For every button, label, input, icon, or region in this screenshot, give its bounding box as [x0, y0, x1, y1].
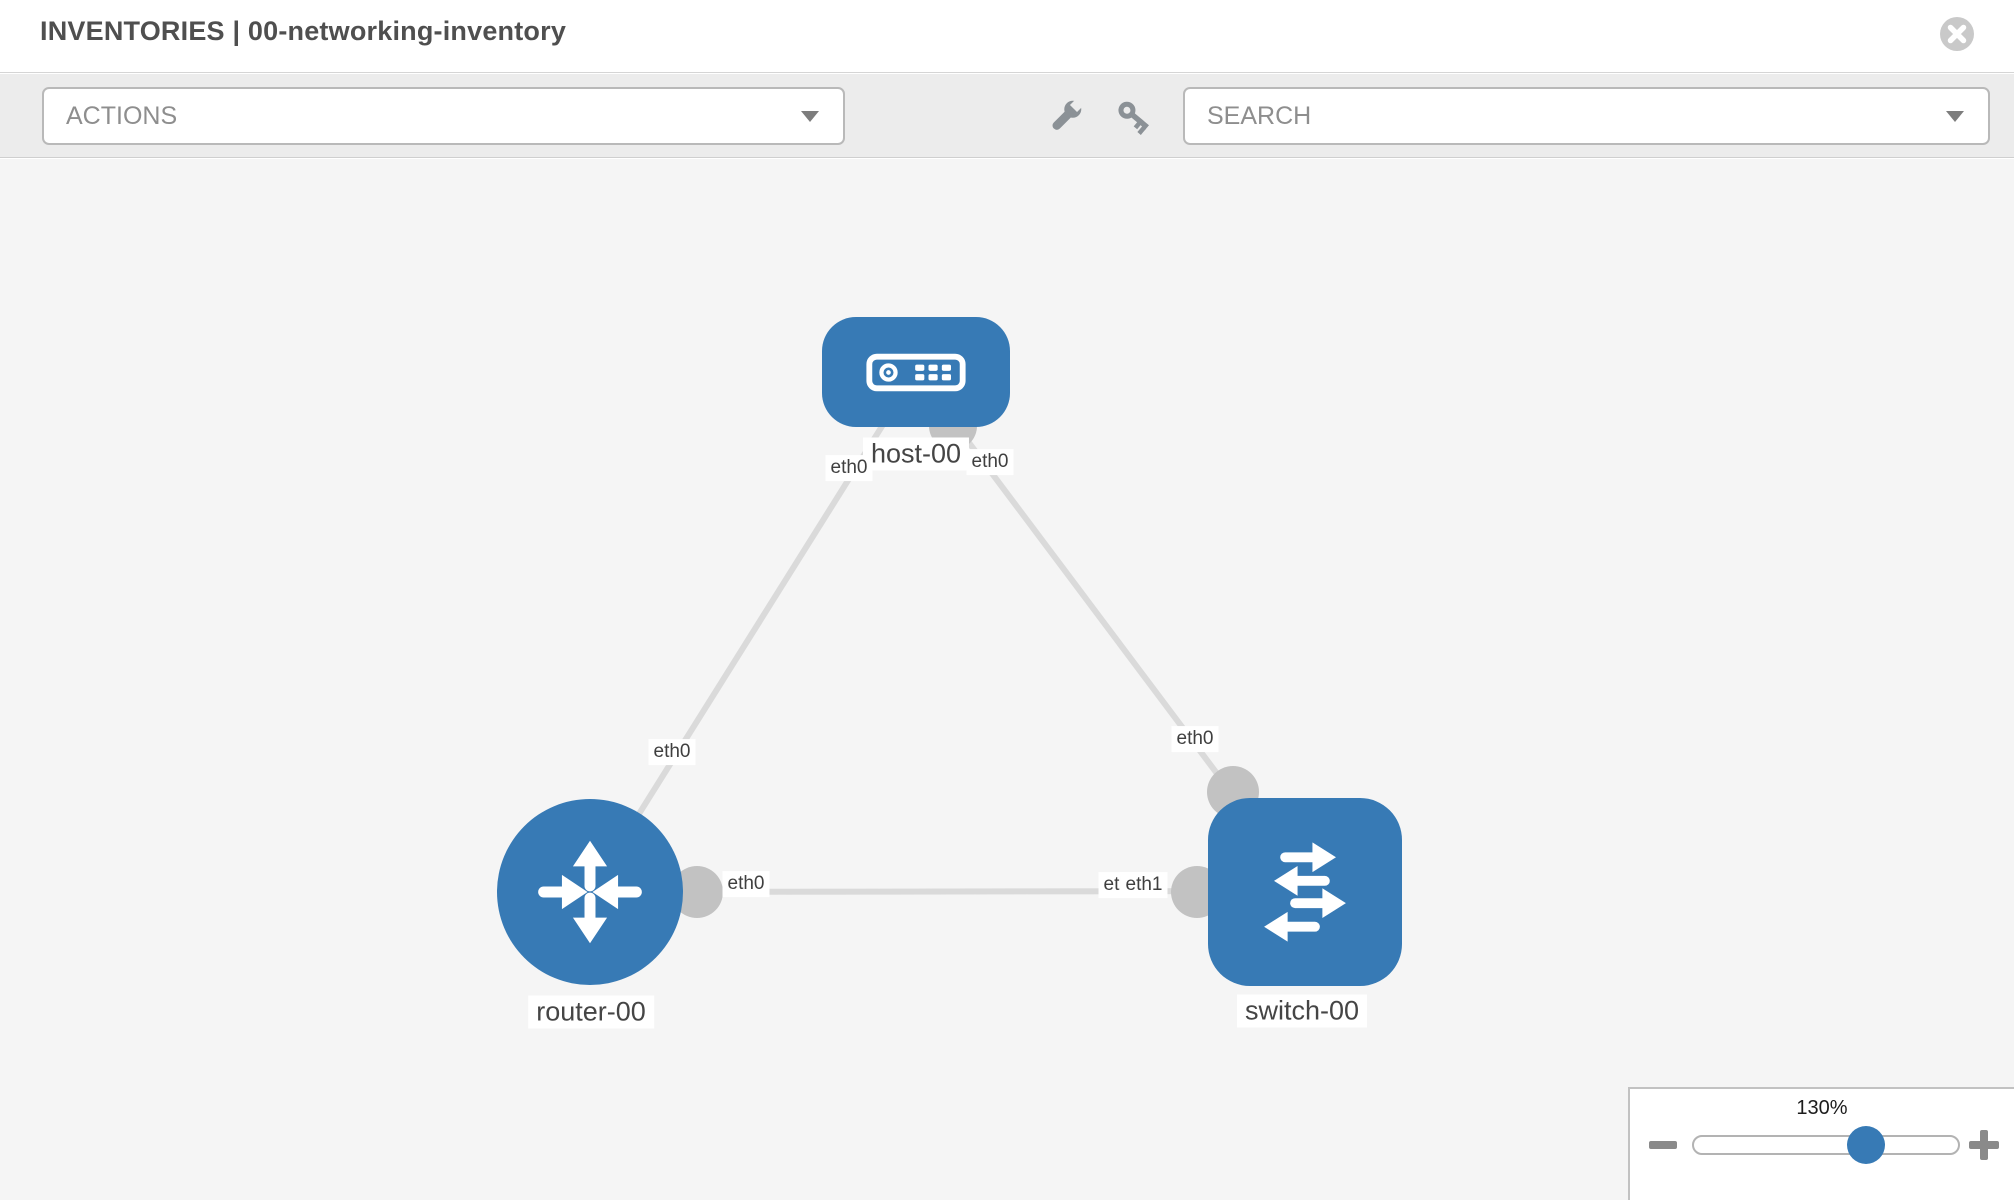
close-icon — [1940, 17, 1974, 51]
topology-canvas[interactable]: host-00 router-00 switch-00 eth0 eth0 et… — [0, 159, 2014, 1200]
switch-arrows-icon — [1264, 842, 1346, 942]
wrench-icon — [1052, 97, 1085, 130]
toolbar: ACTIONS SEARC — [0, 74, 2014, 158]
header: INVENTORIES | 00-networking-inventory — [0, 0, 2014, 73]
credentials-button[interactable] — [1113, 95, 1157, 139]
zoom-slider-thumb[interactable] — [1847, 1126, 1885, 1164]
node-router-00[interactable] — [497, 799, 683, 985]
node-label-switch-00: switch-00 — [1236, 994, 1368, 1028]
search-dropdown-label: SEARCH — [1207, 101, 1312, 130]
zoom-level-text: 130% — [1796, 1097, 1848, 1119]
actions-dropdown-label: ACTIONS — [66, 101, 178, 130]
chevron-down-icon — [801, 111, 819, 122]
zoom-out-button[interactable] — [1647, 1129, 1679, 1161]
port-router-eth0 — [671, 866, 723, 918]
link-layer — [587, 370, 1308, 918]
chevron-down-icon — [1946, 111, 1964, 122]
actions-dropdown[interactable]: ACTIONS — [42, 87, 845, 145]
page-title: INVENTORIES | 00-networking-inventory — [40, 16, 567, 46]
interface-label-host-eth0-right: eth0 — [966, 449, 1014, 475]
node-host-00[interactable] — [822, 317, 1010, 427]
node-switch-00[interactable] — [1208, 798, 1402, 986]
router-arrows-icon — [538, 840, 642, 944]
minus-icon — [1649, 1141, 1677, 1149]
key-icon — [1118, 101, 1149, 135]
interface-label-switch-eth1-front: eth1 — [1120, 872, 1168, 898]
search-dropdown[interactable]: SEARCH — [1183, 87, 1990, 145]
interface-label-router-eth0: eth0 — [722, 871, 770, 897]
node-label-router-00: router-00 — [528, 995, 654, 1029]
close-button[interactable] — [1939, 16, 1975, 52]
node-label-host-00: host-00 — [862, 437, 970, 471]
zoom-panel: 130% — [1628, 1087, 2014, 1200]
interface-label-host-eth0-left: eth0 — [825, 455, 873, 481]
interface-label-switch-eth0: eth0 — [1171, 726, 1219, 752]
interface-label-router-eth0-up: eth0 — [648, 739, 696, 765]
tools-button[interactable] — [1043, 95, 1087, 139]
server-icon — [866, 353, 966, 391]
zoom-slider[interactable] — [1692, 1135, 1960, 1155]
zoom-in-button[interactable] — [1968, 1129, 2000, 1161]
